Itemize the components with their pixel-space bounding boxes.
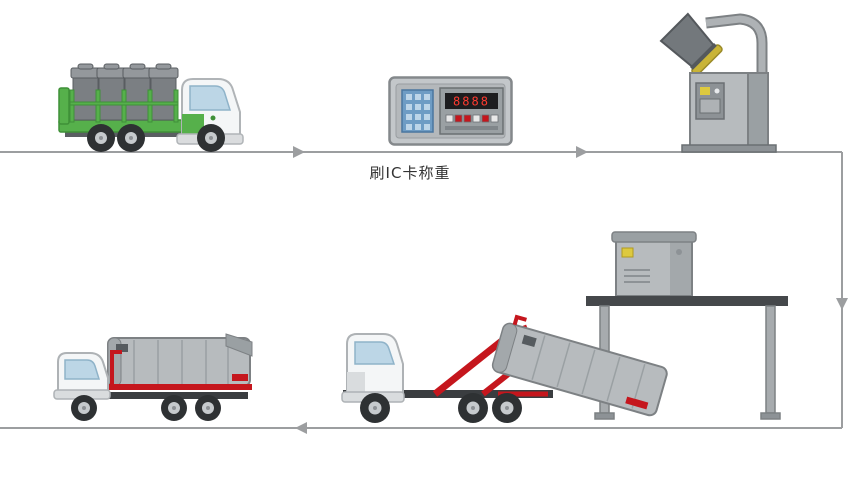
led-window <box>445 93 498 109</box>
compactor-unit <box>611 231 697 297</box>
truck-chassis <box>56 392 248 399</box>
weighing-indicator: 8888 <box>439 87 504 135</box>
roll-off-container <box>491 314 668 417</box>
cab-door-accent <box>182 114 204 136</box>
tipped-bin-icon <box>659 12 723 76</box>
container-logo <box>232 374 248 381</box>
hooklift-frame <box>106 384 252 390</box>
truck-chassis <box>343 390 553 398</box>
led-display: 8888 <box>453 95 490 109</box>
container-rear-hatch <box>225 333 253 357</box>
truck-tail-panel <box>58 87 70 125</box>
container-transport-truck <box>53 333 253 421</box>
truck-cab <box>176 78 244 145</box>
truck-wheels <box>87 124 225 152</box>
truck-cab <box>341 333 405 403</box>
arrow-right-icon <box>576 146 588 158</box>
arrow-left-icon <box>295 422 307 434</box>
container-hatch <box>521 334 537 348</box>
hooklift-truck-loading-container <box>341 314 668 423</box>
cab-window <box>64 359 101 380</box>
arrow-right-icon <box>293 146 305 158</box>
truck-wheels <box>360 393 522 423</box>
truck-wheels <box>71 395 221 421</box>
tipper-base <box>681 144 777 153</box>
cab-window <box>354 341 396 365</box>
indicator-buttons <box>445 114 499 123</box>
container-hook-bar <box>110 350 122 384</box>
garbage-collection-truck <box>58 63 244 152</box>
canopy-beam <box>586 296 788 306</box>
container-hook-bar <box>512 314 527 326</box>
weigh-station-label: 刷IC卡称重 <box>369 164 451 182</box>
keypad <box>401 89 434 133</box>
arrow-down-icon <box>836 298 848 310</box>
bed-railing <box>69 89 179 123</box>
container-hatch <box>116 344 128 352</box>
ic-card-weighing-station: 8888 <box>388 76 513 146</box>
cab-window <box>189 85 232 111</box>
control-panel <box>695 82 725 120</box>
warning-label-icon <box>621 247 634 258</box>
truck-cab <box>53 352 111 400</box>
bin-tipper-machine <box>659 12 777 153</box>
warning-label-icon <box>700 87 710 95</box>
roll-off-container <box>106 333 253 390</box>
container-logo <box>625 396 649 410</box>
